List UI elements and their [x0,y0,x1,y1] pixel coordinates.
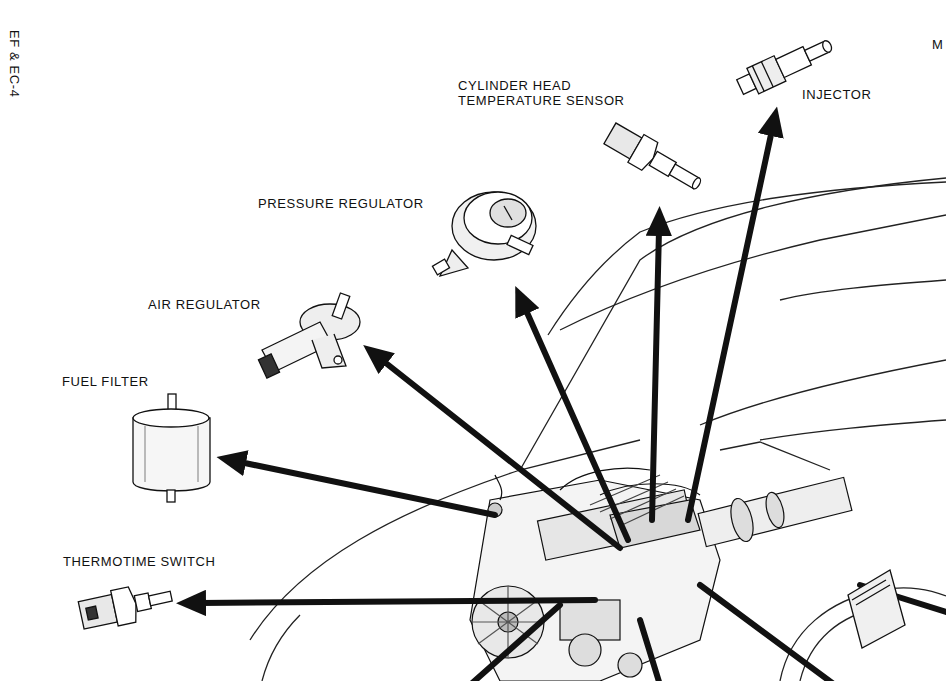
part-label: AIR REGULATOR [148,297,261,312]
car-outline [250,178,946,681]
part-label: FUEL FILTER [62,374,149,389]
part-label: PRESSURE REGULATOR [258,196,424,211]
thermotime-switch-part [77,579,174,633]
cut-off-label: M [932,37,943,52]
fuel-filter-part [133,394,210,502]
engine-assembly [470,468,852,681]
part-label: CYLINDER HEAD TEMPERATURE SENSOR [458,78,636,108]
page-number: EF & EC-4 [7,30,22,98]
temperature-sensor-part [602,120,707,199]
part-label: THERMOTIME SWITCH [63,554,215,569]
part-label: INJECTOR [802,87,872,102]
control-unit-part [848,570,905,648]
pressure-regulator-part [432,192,536,276]
air-regulator-part [258,293,360,378]
leader-arrows [200,130,946,681]
